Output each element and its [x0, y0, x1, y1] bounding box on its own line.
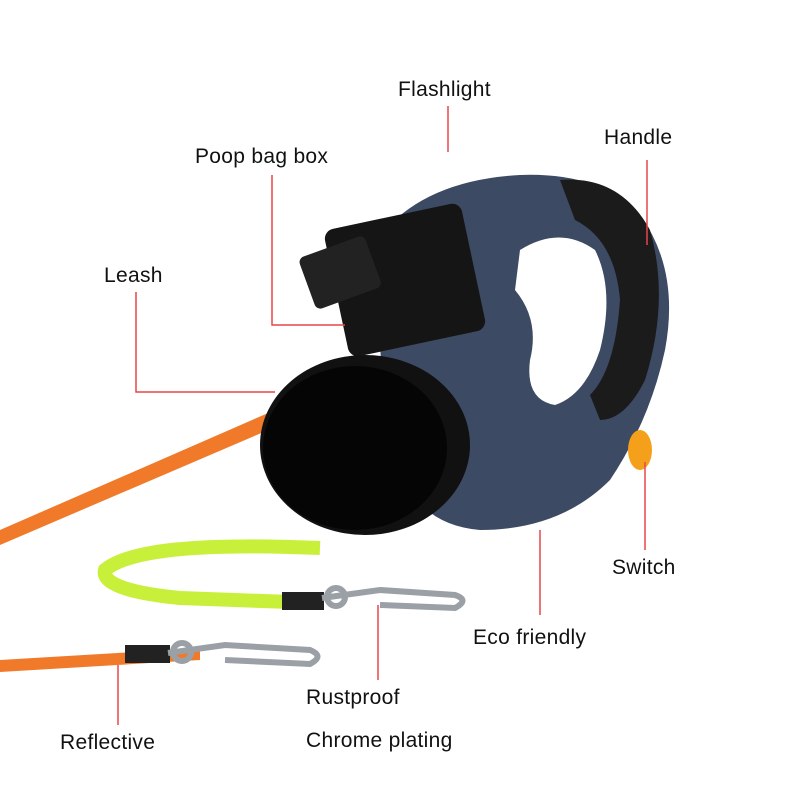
label-poop-bag-box: Poop bag box	[195, 145, 329, 168]
label-chrome-plating: Chrome plating	[306, 729, 453, 752]
handle-grip	[560, 179, 659, 420]
handle-hole	[515, 237, 607, 405]
label-handle: Handle	[604, 126, 673, 149]
label-eco-friendly: Eco friendly	[473, 626, 587, 649]
metal-clip-lower	[167, 640, 321, 668]
metal-clip-upper	[321, 585, 466, 612]
switch-button	[628, 430, 652, 470]
reel-face	[263, 366, 447, 530]
label-switch: Switch	[612, 556, 676, 579]
label-rustproof: Rustproof	[306, 686, 400, 709]
label-flashlight: Flashlight	[398, 78, 491, 101]
green-leash-sleeve	[282, 592, 324, 610]
orange-leash-sleeve	[125, 645, 170, 663]
leader-lines	[117, 106, 648, 725]
leader-leash	[135, 292, 275, 393]
orange-leash-upper	[0, 410, 280, 545]
green-leash	[97, 539, 321, 609]
leader-poop-bag-box	[271, 175, 345, 326]
label-reflective: Reflective	[60, 731, 156, 754]
flashlight	[299, 236, 381, 309]
label-leash: Leash	[104, 264, 163, 287]
